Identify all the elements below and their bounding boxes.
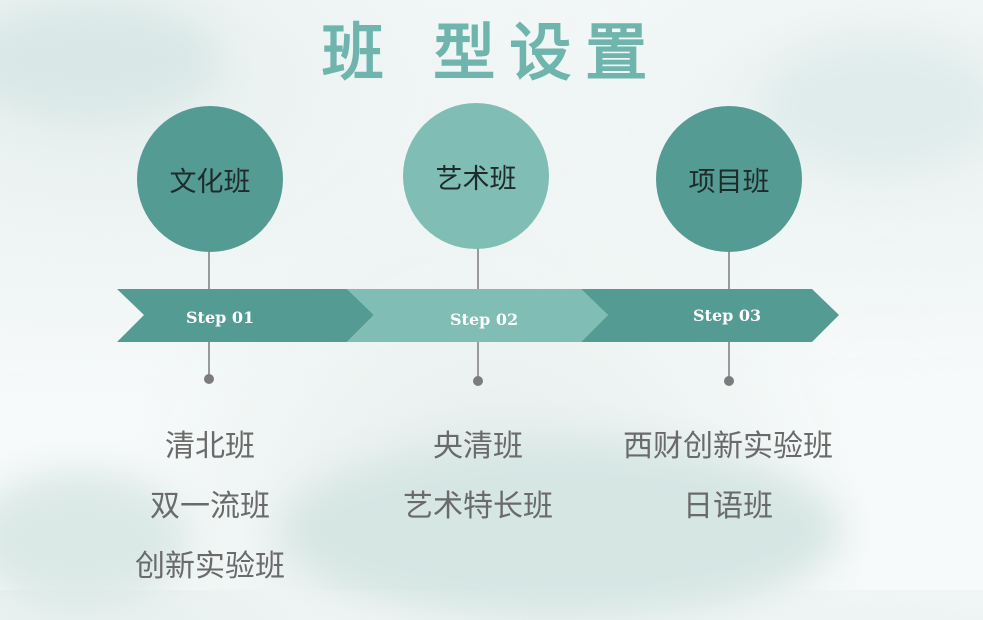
category-circle-1: 文化班 — [137, 106, 283, 252]
category-circle-3: 项目班 — [656, 106, 802, 252]
step-label-2: Step 02 — [450, 310, 519, 329]
step-label-3: Step 03 — [693, 306, 762, 325]
step-arrow-band — [117, 289, 839, 342]
class-item: 双一流班 — [150, 489, 270, 524]
connector-dot-2 — [473, 376, 483, 386]
connector-dot-1 — [204, 374, 214, 384]
step-arrow-1 — [117, 289, 374, 342]
connector-dot-3 — [724, 376, 734, 386]
class-item: 日语班 — [683, 489, 773, 524]
category-name-1: 文化班 — [169, 166, 251, 198]
category-name-2: 艺术班 — [435, 163, 517, 195]
step-arrow-3 — [581, 289, 839, 342]
class-item: 西财创新实验班 — [623, 429, 833, 464]
class-item: 艺术特长班 — [403, 489, 553, 524]
category-name-3: 项目班 — [688, 166, 770, 198]
class-item: 央清班 — [433, 429, 523, 464]
class-item: 创新实验班 — [135, 549, 285, 584]
page-title: 班 型设置 — [321, 16, 662, 89]
class-item: 清北班 — [165, 429, 255, 464]
step-label-1: Step 01 — [186, 308, 255, 327]
category-circle-2: 艺术班 — [403, 103, 549, 249]
step-arrow-2 — [347, 289, 608, 342]
